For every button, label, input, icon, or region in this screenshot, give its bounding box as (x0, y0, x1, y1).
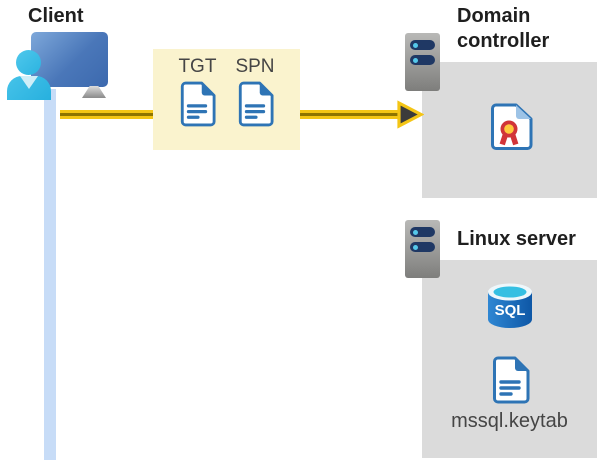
client-title: Client (28, 5, 84, 27)
tgt-ticket: TGT (178, 56, 216, 127)
server-led (413, 42, 418, 48)
server-led (413, 244, 418, 250)
keytab-document-icon (493, 356, 530, 404)
arrow-right-icon (397, 100, 424, 129)
sql-database-icon: SQL (488, 283, 532, 328)
person-icon (16, 50, 41, 75)
spn-label: SPN (235, 56, 275, 77)
tgt-label: TGT (178, 56, 217, 77)
domain-controller-server-icon (405, 33, 440, 91)
linux-server-icon (405, 220, 440, 278)
tgt-document-icon (181, 81, 216, 127)
server-led (413, 229, 418, 235)
ticket-box: TGT SPN (153, 49, 300, 150)
keytab-filename: mssql.keytab (451, 410, 568, 432)
spn-ticket: SPN (235, 56, 275, 127)
certificate-icon (491, 103, 533, 150)
server-slot (410, 227, 435, 237)
domain-controller-title: Domain controller (457, 5, 550, 52)
server-slot (410, 40, 435, 50)
server-slot (410, 55, 435, 65)
client-connection-line (44, 89, 56, 460)
server-slot (410, 242, 435, 252)
sql-label: SQL (495, 302, 526, 319)
monitor-stand (82, 86, 106, 98)
spn-document-icon (238, 81, 274, 127)
linux-server-title: Linux server (457, 228, 576, 250)
server-led (413, 57, 418, 63)
